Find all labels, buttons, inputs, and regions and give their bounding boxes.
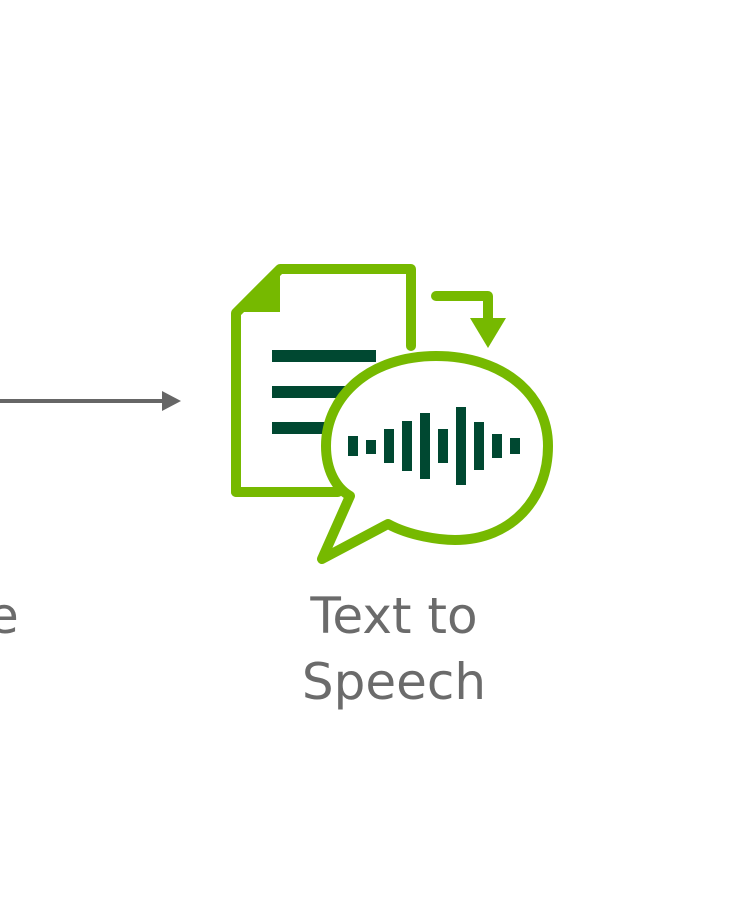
node-label: Text to Speech <box>244 583 544 715</box>
text-to-speech-icon <box>231 264 553 564</box>
flow-arrow <box>0 391 181 411</box>
previous-node-label: e <box>0 587 19 645</box>
document-icon <box>231 264 416 497</box>
node-label-line1: Text to <box>310 587 478 645</box>
speech-bubble-icon <box>317 351 553 564</box>
sound-wave-icon <box>348 407 520 485</box>
node-label-line2: Speech <box>301 653 487 711</box>
document-text-lines <box>272 350 376 434</box>
convert-arrow-icon <box>431 291 506 348</box>
